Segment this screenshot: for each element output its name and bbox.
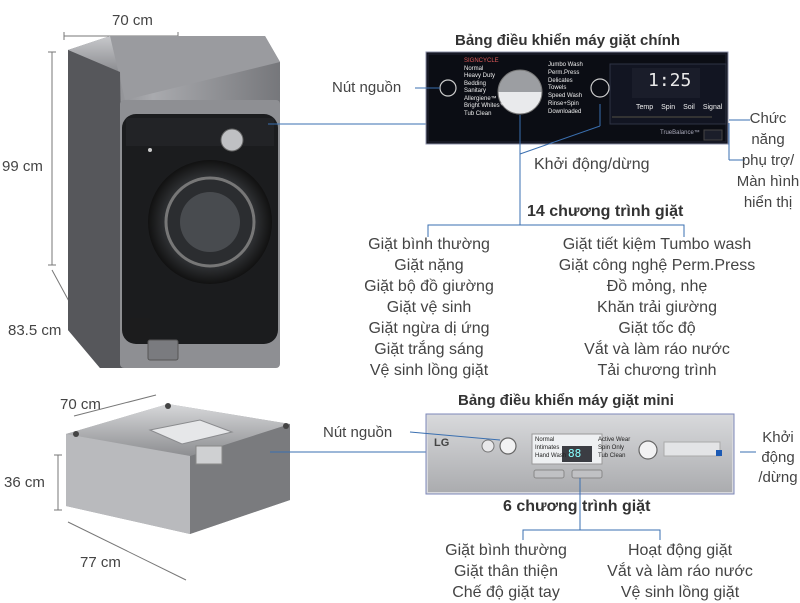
program-item: Giặt bộ đồ giường bbox=[364, 278, 494, 295]
program-item: Giặt bình thường bbox=[445, 542, 567, 559]
main-power-label: Nút nguồn bbox=[332, 79, 402, 96]
dial-item: Sanitary bbox=[464, 88, 487, 94]
option-soil-button[interactable]: Soil bbox=[683, 104, 695, 111]
main-dial-left-list: SIGNCYCLE Normal Heavy Duty Bedding Sani… bbox=[464, 58, 506, 118]
dial-item: Perm.Press bbox=[548, 69, 580, 76]
main-display-readout: 1:25 bbox=[648, 70, 692, 91]
main-dial-right-list: Jumbo Wash Perm.Press Delicates Towels S… bbox=[548, 62, 583, 117]
mini-start-line: Khởi bbox=[762, 429, 794, 446]
program-item: Hoạt động giặt bbox=[627, 542, 733, 559]
program-item: Vệ sinh lồng giặt bbox=[369, 362, 489, 379]
program-item: Vệ sinh lồng giặt bbox=[620, 584, 740, 601]
program-item: Giặt vệ sinh bbox=[386, 299, 472, 316]
dial-item: Speed Wash bbox=[548, 93, 583, 100]
mini-cycle-item: Tub Clean bbox=[598, 453, 626, 459]
main-height-label: 99 cm bbox=[2, 158, 43, 175]
program-item: Giặt bình thường bbox=[368, 236, 490, 253]
dial-item: Bedding bbox=[464, 80, 487, 87]
program-item: Giặt trắng sáng bbox=[374, 341, 484, 358]
aux-line: năng bbox=[751, 131, 785, 148]
dimension-lines-mini bbox=[54, 394, 187, 581]
mini-start-line: /dừng bbox=[758, 469, 798, 486]
mini-power-label: Nút nguồn bbox=[323, 424, 393, 441]
mini-cycle-item: Spin Only bbox=[598, 445, 625, 451]
program-item: Vắt và làm ráo nước bbox=[584, 341, 730, 358]
aux-line: Chức bbox=[749, 110, 787, 127]
mini-cycle-item: Active Wear bbox=[598, 437, 631, 443]
mini-cycle-item: Intimates bbox=[535, 445, 560, 451]
mini-programs-right: Hoạt động giặt Vắt và làm ráo nước Vệ si… bbox=[590, 540, 770, 603]
main-aux-label: Chức năng phụ trợ/ Màn hình hiển thị bbox=[736, 108, 800, 213]
aux-line: phụ trợ/ bbox=[741, 152, 795, 169]
program-item: Giặt tốc độ bbox=[618, 320, 696, 337]
main-programs-right: Giặt tiết kiệm Tumbo wash Giặt công nghệ… bbox=[544, 234, 770, 381]
dial-item: Tub Clean bbox=[464, 110, 492, 117]
program-item: Tải chương trình bbox=[597, 362, 717, 379]
option-temp-button[interactable]: Temp bbox=[636, 104, 654, 111]
mini-programs-left: Giặt bình thường Giặt thân thiện Chế độ … bbox=[432, 540, 580, 603]
main-control-panel bbox=[425, 51, 729, 145]
mini-panel-title: Bảng điều khiển máy giặt mini bbox=[458, 392, 674, 409]
main-panel-leaders bbox=[415, 87, 750, 237]
program-item: Giặt ngừa dị ứng bbox=[368, 320, 490, 337]
mini-depth-label: 77 cm bbox=[80, 554, 121, 571]
dial-item: Towels bbox=[548, 85, 567, 92]
option-signal-button[interactable]: Signal bbox=[702, 104, 723, 111]
main-programs-title: 14 chương trình giặt bbox=[527, 203, 684, 220]
dial-item: Rinse+Spin bbox=[548, 100, 579, 107]
mini-cycle-item: Normal bbox=[535, 437, 555, 443]
dial-item: Downloaded bbox=[548, 108, 582, 115]
mini-start-line: động bbox=[761, 449, 795, 466]
truebalance-badge: TrueBalance™ bbox=[660, 130, 700, 136]
main-start-label: Khởi động/dừng bbox=[534, 156, 650, 173]
mini-cycle-item: Hand Wash bbox=[535, 453, 567, 459]
mini-programs-title: 6 chương trình giặt bbox=[503, 498, 651, 515]
main-programs-left: Giặt bình thường Giặt nặng Giặt bộ đồ gi… bbox=[355, 234, 503, 381]
dial-item: Bright Whites™ bbox=[464, 103, 506, 109]
program-item: Giặt thân thiện bbox=[453, 563, 559, 580]
program-item: Đồ mỏng, nhẹ bbox=[606, 278, 708, 295]
main-panel-title: Bảng điều khiển máy giặt chính bbox=[455, 32, 681, 49]
dial-item: Jumbo Wash bbox=[548, 62, 583, 68]
mini-brand-logo: LG bbox=[434, 437, 450, 449]
main-washer-illustration bbox=[68, 36, 280, 368]
main-option-buttons: Temp Spin Soil Signal bbox=[636, 104, 722, 111]
mini-display-readout: 88 bbox=[568, 447, 582, 460]
program-item: Khăn trải giường bbox=[597, 299, 717, 316]
main-width-label: 70 cm bbox=[112, 12, 153, 29]
mini-start-label: Khởi động /dừng bbox=[757, 428, 799, 488]
dial-item: SIGNCYCLE bbox=[464, 58, 499, 64]
mini-control-panel bbox=[425, 413, 735, 495]
program-item: Giặt tiết kiệm Tumbo wash bbox=[562, 236, 752, 253]
dial-item: Normal bbox=[464, 65, 484, 72]
mini-height-label: 36 cm bbox=[4, 474, 45, 491]
mini-cycle-left-list: Normal Intimates Hand Wash bbox=[535, 436, 566, 460]
program-item: Vắt và làm ráo nước bbox=[607, 563, 753, 580]
dial-item: Allergiene™ bbox=[464, 95, 497, 102]
mini-washer-illustration bbox=[66, 403, 290, 534]
mini-panel-leaders bbox=[409, 431, 756, 540]
dial-item: Delicates bbox=[548, 77, 573, 84]
mini-width-label: 70 cm bbox=[60, 396, 101, 413]
program-item: Chế độ giặt tay bbox=[452, 584, 560, 601]
program-item: Giặt nặng bbox=[394, 257, 464, 274]
program-item: Giặt công nghệ Perm.Press bbox=[558, 257, 756, 274]
mini-cycle-right-list: Active Wear Spin Only Tub Clean bbox=[598, 436, 630, 460]
aux-line: Màn hình bbox=[736, 173, 800, 190]
dial-item: Heavy Duty bbox=[464, 73, 496, 79]
option-spin-button[interactable]: Spin bbox=[661, 104, 676, 111]
aux-line: hiển thị bbox=[743, 194, 793, 211]
main-depth-label: 83.5 cm bbox=[8, 322, 62, 339]
